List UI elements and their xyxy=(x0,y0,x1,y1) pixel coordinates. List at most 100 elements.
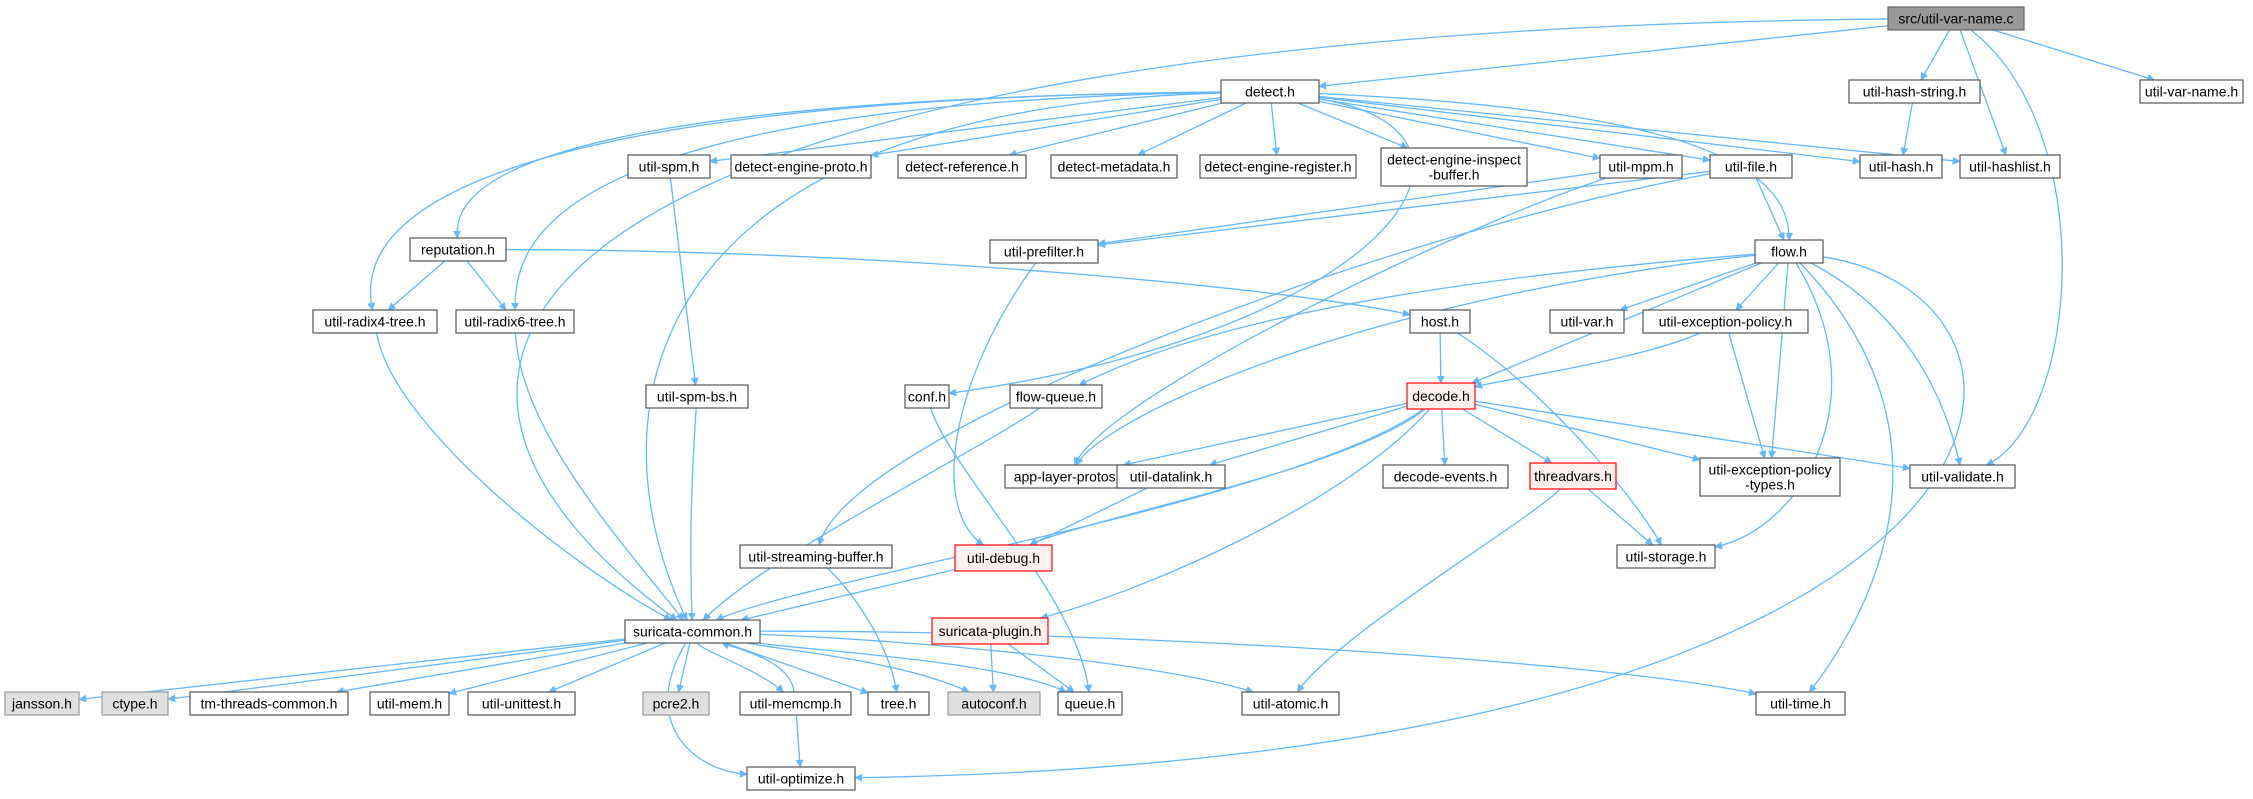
node-ctype[interactable]: ctype.h xyxy=(101,691,169,716)
edge-root-to-hashstr xyxy=(1920,29,1951,81)
node-devents[interactable]: decode-events.h xyxy=(1382,464,1509,489)
node-host[interactable]: host.h xyxy=(1409,309,1471,334)
node-alproto[interactable]: app-layer-protos.h xyxy=(1004,464,1137,489)
node-dref[interactable]: detect-reference.h xyxy=(897,154,1027,179)
node-label: decode-events.h xyxy=(1394,469,1498,485)
node-varnameh[interactable]: util-var-name.h xyxy=(2139,79,2244,104)
edge-flowq-to-common xyxy=(702,407,1041,621)
edge-detect-to-spm xyxy=(709,96,1222,165)
node-box xyxy=(1241,691,1340,716)
node-tmthreads[interactable]: tm-threads-common.h xyxy=(189,691,349,716)
node-datalink[interactable]: util-datalink.h xyxy=(1116,464,1226,489)
node-box xyxy=(1859,154,1943,179)
node-hashlist[interactable]: util-hashlist.h xyxy=(1959,154,2061,179)
edge-common-to-time xyxy=(759,630,1757,697)
edge-detect-to-hash xyxy=(1318,96,1861,165)
node-reputation[interactable]: reputation.h xyxy=(409,237,507,262)
edge-detect-to-conf xyxy=(948,98,1414,397)
edge-decode-to-excpoltypes xyxy=(1474,403,1701,462)
node-box xyxy=(1050,154,1178,179)
node-storage[interactable]: util-storage.h xyxy=(1616,544,1716,569)
node-label: detect-metadata.h xyxy=(1058,159,1171,175)
node-label: util-exception-policy xyxy=(1709,462,1832,478)
edge-flow-to-alproto xyxy=(1075,254,1756,466)
edge-flow-to-excpol xyxy=(1735,262,1780,311)
edge-hashstr-to-hash xyxy=(1900,102,1914,156)
node-spmbs[interactable]: util-spm-bs.h xyxy=(645,384,749,409)
node-label: util-unittest.h xyxy=(482,696,561,712)
node-streambuf[interactable]: util-streaming-buffer.h xyxy=(739,544,893,569)
node-label: tm-threads-common.h xyxy=(201,696,338,712)
node-radix4[interactable]: util-radix4-tree.h xyxy=(312,309,438,334)
edge-common-to-atomic xyxy=(759,633,1255,694)
node-deinsp[interactable]: detect-engine-inspect-buffer.h xyxy=(1380,147,1528,187)
node-label: app-layer-protos.h xyxy=(1014,469,1128,485)
node-tree[interactable]: tree.h xyxy=(867,691,930,716)
node-atomic[interactable]: util-atomic.h xyxy=(1241,691,1340,716)
node-deproto[interactable]: detect-engine-proto.h xyxy=(730,154,872,179)
node-mem[interactable]: util-mem.h xyxy=(369,691,450,716)
node-box xyxy=(4,691,80,716)
node-label: util-prefilter.h xyxy=(1004,244,1084,260)
node-box xyxy=(1116,464,1226,489)
node-dmeta[interactable]: detect-metadata.h xyxy=(1050,154,1178,179)
edge-flow-to-excpoltypes xyxy=(1768,262,1789,459)
node-excpoltypes[interactable]: util-exception-policy-types.h xyxy=(1699,457,1841,497)
node-jansson[interactable]: jansson.h xyxy=(4,691,80,716)
node-label: util-validate.h xyxy=(1921,469,2004,485)
node-spm[interactable]: util-spm.h xyxy=(627,154,711,179)
node-hash[interactable]: util-hash.h xyxy=(1859,154,1943,179)
edge-detect-to-hashlist xyxy=(1318,95,1961,165)
node-box xyxy=(739,544,893,569)
node-conf[interactable]: conf.h xyxy=(904,384,950,409)
node-box xyxy=(409,237,507,262)
node-plugin[interactable]: suricata-plugin.h xyxy=(931,617,1049,645)
node-flowq[interactable]: flow-queue.h xyxy=(1009,384,1103,409)
node-dereg[interactable]: detect-engine-register.h xyxy=(1199,154,1357,179)
edge-common-to-ctype xyxy=(167,639,626,703)
node-detect[interactable]: detect.h xyxy=(1220,79,1320,104)
node-time[interactable]: util-time.h xyxy=(1755,691,1846,716)
node-label: util-mpm.h xyxy=(1608,159,1673,175)
node-flow[interactable]: flow.h xyxy=(1754,239,1824,264)
node-optimize[interactable]: util-optimize.h xyxy=(746,766,856,791)
node-autoconf[interactable]: autoconf.h xyxy=(947,691,1041,716)
node-root[interactable]: src/util-var-name.c xyxy=(1887,6,2025,31)
edge-spmbs-to-common xyxy=(687,407,697,621)
node-box xyxy=(627,154,711,179)
node-var[interactable]: util-var.h xyxy=(1549,309,1625,334)
node-label: util-spm.h xyxy=(639,159,700,175)
edge-prefilter-to-debug xyxy=(953,262,1037,546)
node-threadvars[interactable]: threadvars.h xyxy=(1529,462,1617,490)
node-debug[interactable]: util-debug.h xyxy=(954,544,1053,572)
node-common[interactable]: suricata-common.h xyxy=(624,619,761,644)
node-decode[interactable]: decode.h xyxy=(1406,382,1476,410)
edge-common-to-memcmp xyxy=(696,642,784,693)
edge-layer xyxy=(78,18,2156,782)
node-box xyxy=(642,691,710,716)
node-radix6[interactable]: util-radix6-tree.h xyxy=(455,309,575,334)
edge-flow-to-validate xyxy=(1810,262,1963,466)
edge-common-to-tree xyxy=(725,642,869,695)
node-box xyxy=(2139,79,2244,104)
node-label: suricata-common.h xyxy=(633,624,752,640)
node-box xyxy=(954,544,1053,572)
node-unittest[interactable]: util-unittest.h xyxy=(467,691,576,716)
node-prefilter[interactable]: util-prefilter.h xyxy=(989,239,1099,264)
node-validate[interactable]: util-validate.h xyxy=(1909,464,2016,489)
node-label: util-radix6-tree.h xyxy=(464,314,565,330)
node-pcre2[interactable]: pcre2.h xyxy=(642,691,710,716)
edge-common-to-pcre2 xyxy=(676,642,691,693)
node-box xyxy=(947,691,1041,716)
node-mpm[interactable]: util-mpm.h xyxy=(1599,154,1683,179)
node-hashstr[interactable]: util-hash-string.h xyxy=(1848,79,1981,104)
node-box xyxy=(1959,154,2061,179)
node-excpol[interactable]: util-exception-policy.h xyxy=(1642,309,1809,334)
edge-radix4-to-common xyxy=(376,332,672,621)
node-queue[interactable]: queue.h xyxy=(1057,691,1123,716)
node-file[interactable]: util-file.h xyxy=(1709,154,1793,179)
node-label: util-datalink.h xyxy=(1130,469,1213,485)
node-box xyxy=(1409,309,1471,334)
edge-decode-to-plugin xyxy=(1039,408,1431,621)
node-memcmp[interactable]: util-memcmp.h xyxy=(739,691,852,716)
